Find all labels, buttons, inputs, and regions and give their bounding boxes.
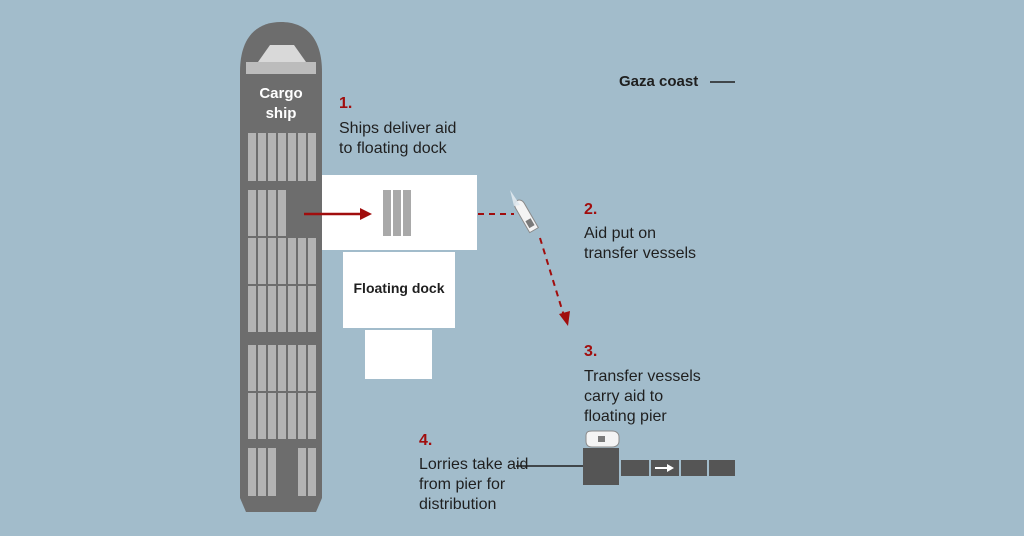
step-3-line: floating pier	[584, 408, 667, 425]
step-2-number: 2.	[584, 201, 598, 218]
cargo-container	[298, 448, 306, 496]
pier-head	[583, 448, 619, 485]
cargo-container	[298, 345, 306, 391]
cargo-container	[278, 133, 286, 181]
cargo-container	[298, 238, 306, 284]
cargo-container	[278, 286, 286, 332]
cargo-container	[288, 133, 296, 181]
cargo-container	[258, 238, 266, 284]
coast-label: Gaza coast	[619, 73, 699, 90]
cargo-container	[278, 345, 286, 391]
vessel-to-pier-route	[539, 237, 570, 326]
cargo-container	[268, 286, 276, 332]
cargo-container	[268, 448, 276, 496]
step-1-line: to floating dock	[339, 140, 447, 157]
step-3-line: carry aid to	[584, 388, 664, 405]
cargo-container	[268, 190, 276, 236]
docked-vessel-icon	[585, 430, 620, 448]
cargo-container	[258, 345, 266, 391]
step-3-text: Transfer vessels carry aid to floating p…	[584, 367, 701, 427]
step-4-number: 4.	[419, 432, 433, 449]
pier-causeway-section	[709, 460, 735, 476]
ship-label-line: ship	[265, 105, 297, 122]
step-4-line: from pier for	[419, 476, 506, 493]
cargo-container	[308, 448, 316, 496]
cargo-container	[248, 286, 256, 332]
ship-label: Cargo ship	[240, 84, 322, 124]
dock-label: Floating dock	[353, 280, 445, 296]
cargo-container	[288, 393, 296, 439]
step-1-number: 1.	[339, 95, 353, 112]
cargo-container	[258, 286, 266, 332]
pier-causeway-section	[621, 460, 649, 476]
cargo-container	[278, 393, 286, 439]
cargo-container	[308, 393, 316, 439]
dock-cargo-pallet	[403, 190, 411, 236]
cargo-container	[278, 238, 286, 284]
cargo-container	[308, 238, 316, 284]
step-4-line: Lorries take aid	[419, 456, 529, 473]
step-2-text: Aid put on transfer vessels	[584, 224, 696, 264]
cargo-container	[288, 286, 296, 332]
floating-dock	[322, 175, 477, 379]
cargo-container	[248, 345, 256, 391]
pier-causeway-section	[681, 460, 707, 476]
cargo-container	[268, 393, 276, 439]
vessel-wake	[510, 190, 520, 206]
cargo-container	[298, 393, 306, 439]
cargo-container	[248, 190, 256, 236]
ship-label-line: Cargo	[259, 85, 303, 102]
step-3-line: Transfer vessels	[584, 368, 701, 385]
step-4-text: Lorries take aid from pier for distribut…	[419, 455, 528, 515]
cargo-container	[268, 345, 276, 391]
cargo-container	[248, 133, 256, 181]
dock-cargo-pallet	[393, 190, 401, 236]
cargo-container	[308, 286, 316, 332]
cargo-container	[308, 345, 316, 391]
floating-pier	[516, 448, 735, 485]
dock-bottom-platform	[365, 330, 432, 379]
cargo-container	[258, 448, 266, 496]
cargo-ship	[240, 22, 322, 512]
cargo-container	[298, 286, 306, 332]
cargo-container	[298, 133, 306, 181]
cargo-container	[248, 393, 256, 439]
cargo-container	[308, 133, 316, 181]
cargo-container	[278, 190, 286, 236]
cargo-container	[288, 345, 296, 391]
cargo-container	[258, 190, 266, 236]
pier-direction-arrow	[655, 464, 674, 472]
dock-cargo-pallet	[383, 190, 391, 236]
ship-deck-strip	[246, 62, 316, 74]
step-4-line: distribution	[419, 496, 497, 513]
cargo-container	[268, 238, 276, 284]
cargo-container	[258, 393, 266, 439]
step-2-line: transfer vessels	[584, 245, 697, 262]
dock-middle-platform	[343, 252, 455, 328]
cargo-container	[248, 448, 256, 496]
step-2-line: Aid put on	[584, 225, 657, 242]
cargo-containers	[248, 133, 316, 496]
cargo-container	[288, 238, 296, 284]
step-1-line: Ships deliver aid	[339, 120, 457, 137]
cargo-container	[258, 133, 266, 181]
cargo-container	[268, 133, 276, 181]
cargo-container	[248, 238, 256, 284]
step-3-number: 3.	[584, 343, 598, 360]
step-1-text: Ships deliver aid to floating dock	[339, 119, 456, 159]
unload-arrow	[304, 208, 372, 220]
